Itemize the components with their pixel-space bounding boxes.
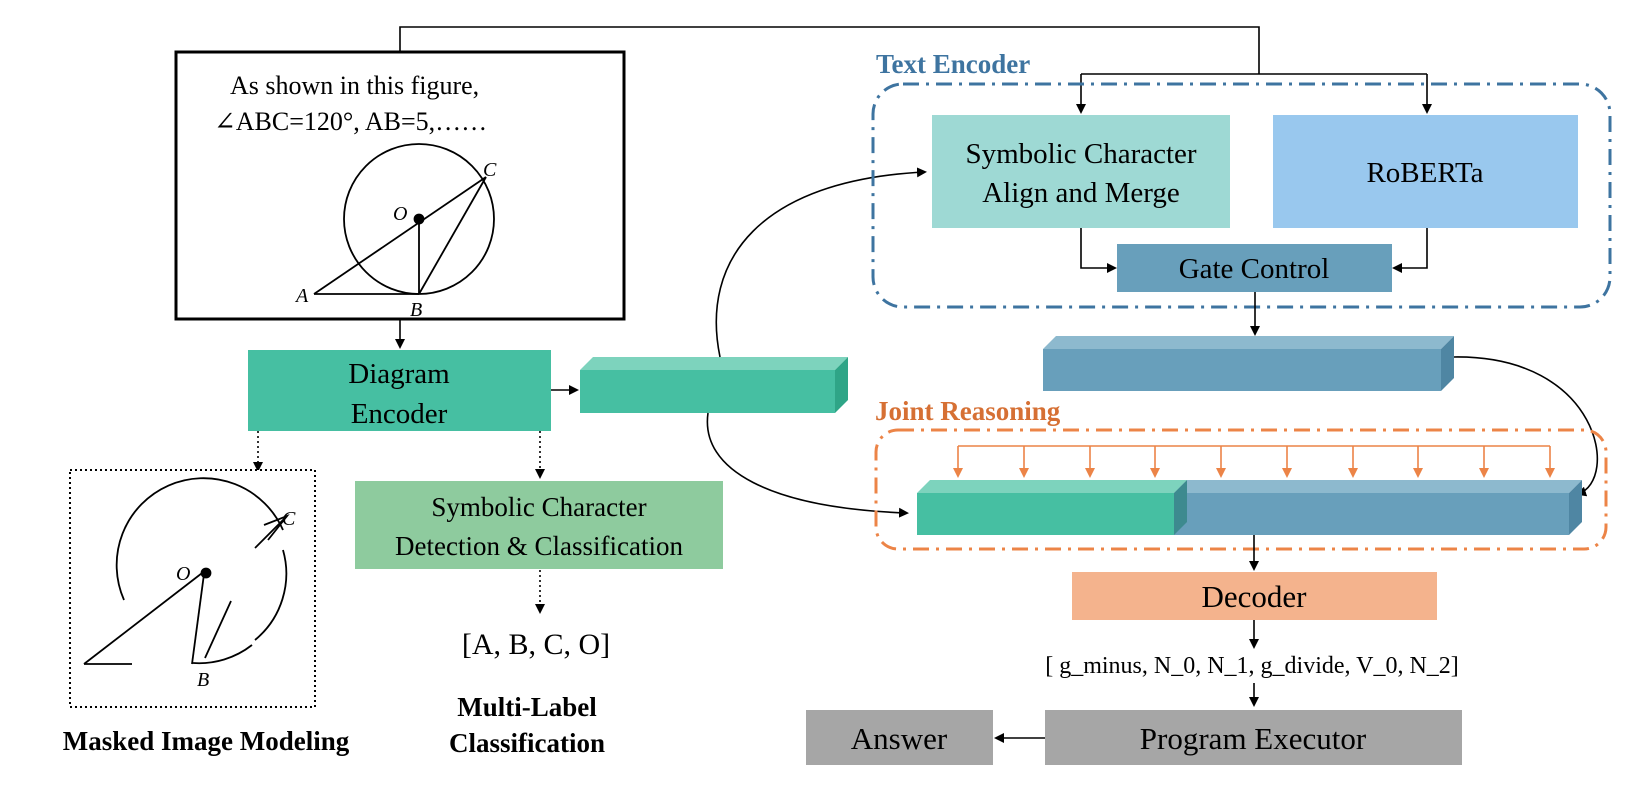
masked-point-label-c: C bbox=[282, 508, 296, 530]
attention-arrows bbox=[953, 445, 1555, 478]
input-to-text-encoder-connector bbox=[399, 26, 1432, 114]
align-merge-box: Symbolic Character Align and Merge bbox=[932, 115, 1230, 228]
gate-arrows bbox=[1080, 228, 1428, 273]
diagram-encoder-box: Diagram Encoder bbox=[248, 350, 551, 431]
program-executor-box: Program Executor bbox=[1045, 710, 1462, 765]
joint-reasoning-title: Joint Reasoning bbox=[875, 396, 1061, 426]
roberta-box: RoBERTa bbox=[1273, 115, 1578, 228]
diagram-encoder-label-line2: Encoder bbox=[351, 398, 448, 430]
point-label-o: O bbox=[393, 203, 407, 225]
problem-text-line1: As shown in this figure, bbox=[230, 71, 479, 100]
answer-box: Answer bbox=[806, 710, 993, 765]
masked-geometry-figure bbox=[83, 477, 290, 665]
multi-label-caption-line1: Multi-Label bbox=[457, 692, 597, 722]
gate-control-label: Gate Control bbox=[1179, 253, 1330, 285]
text-encoder-title: Text Encoder bbox=[876, 49, 1030, 79]
input-problem-box: As shown in this figure, ∠ABC=120°, AB=5… bbox=[174, 50, 626, 321]
gate-control-box: Gate Control bbox=[1117, 244, 1392, 292]
vector-to-align-merge-arrow bbox=[715, 167, 927, 358]
text-feature-vector bbox=[1043, 336, 1454, 391]
program-sequence: [ g_minus, N_0, N_1, g_divide, V_0, N_2] bbox=[1045, 653, 1459, 679]
masked-image-modeling-caption: Masked Image Modeling bbox=[63, 726, 350, 756]
answer-label: Answer bbox=[851, 721, 948, 756]
symbolic-detection-box: Symbolic Character Detection & Classific… bbox=[355, 481, 723, 569]
program-executor-label: Program Executor bbox=[1140, 721, 1367, 756]
joint-feature-vector bbox=[917, 480, 1582, 535]
masked-point-label-b: B bbox=[197, 669, 209, 691]
point-label-c: C bbox=[483, 159, 497, 181]
detected-symbols-output: [A, B, C, O] bbox=[462, 628, 610, 661]
decoder-label: Decoder bbox=[1202, 579, 1308, 614]
multi-label-caption-line2: Classification bbox=[449, 728, 605, 758]
joint-vector-diagram-part bbox=[917, 493, 1174, 535]
decoder-box: Decoder bbox=[1072, 572, 1437, 620]
diagram-feature-vector bbox=[580, 357, 848, 413]
vector-to-joint-reasoning-arrow bbox=[706, 412, 909, 518]
point-label-b: B bbox=[410, 299, 422, 321]
masked-image-box: O C B bbox=[69, 469, 316, 708]
symbolic-detection-label-line1: Symbolic Character bbox=[431, 492, 646, 522]
text-vector-to-joint-arrow bbox=[1453, 356, 1599, 497]
masked-point-label-o: O bbox=[176, 563, 190, 585]
problem-text-line2: ∠ABC=120°, AB=5,…… bbox=[214, 107, 487, 136]
symbolic-detection-label-line2: Detection & Classification bbox=[395, 531, 683, 561]
diagram-encoder-label-line1: Diagram bbox=[348, 358, 450, 390]
align-merge-label-line1: Symbolic Character bbox=[965, 138, 1196, 170]
text-encoder-group bbox=[871, 82, 1612, 309]
geometry-figure bbox=[313, 143, 495, 295]
roberta-label: RoBERTa bbox=[1366, 157, 1483, 189]
align-merge-label-line2: Align and Merge bbox=[982, 177, 1180, 209]
joint-vector-text-part bbox=[1174, 493, 1569, 535]
point-label-a: A bbox=[294, 285, 309, 307]
joint-reasoning-group bbox=[874, 428, 1608, 551]
